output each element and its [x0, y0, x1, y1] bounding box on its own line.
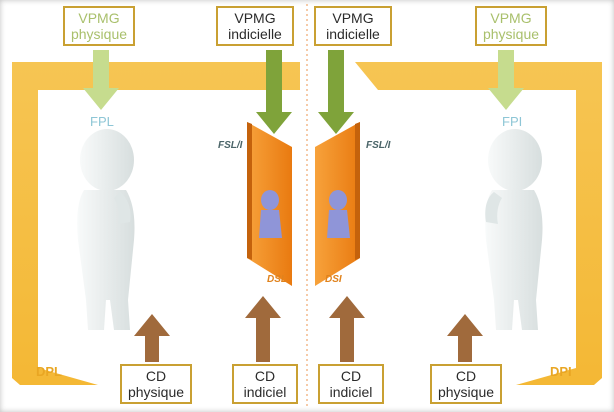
- box-line: CD: [254, 368, 276, 384]
- right-indicielle-down-arrow: [318, 50, 354, 134]
- left-mirror-reflection: [259, 190, 282, 238]
- right-bracket: [355, 62, 602, 385]
- box-line: physique: [437, 384, 495, 400]
- left-cd-physique-up-arrow: [134, 314, 170, 362]
- left-physique-down-arrow: [83, 50, 119, 110]
- box-line: VPMG: [78, 10, 120, 26]
- box-line: CD: [455, 368, 477, 384]
- left-indicielle-down-arrow: [256, 50, 292, 134]
- left-cd-physique-box: CD physique: [120, 364, 192, 404]
- box-line: indiciel: [243, 384, 287, 400]
- box-line: physique: [482, 26, 540, 42]
- right-person-figure: [485, 129, 543, 330]
- dsi-label: DSI: [325, 274, 342, 285]
- box-line: VPMG: [490, 10, 532, 26]
- right-vpmg-indicielle-box: VPMG indicielle: [314, 6, 392, 46]
- box-line: physique: [70, 26, 128, 42]
- fsl-left-label: FSL/I: [218, 140, 243, 151]
- left-vpmg-physique-box: VPMG physique: [63, 6, 135, 46]
- left-cd-indiciel-up-arrow: [245, 296, 281, 362]
- right-physique-down-arrow: [488, 50, 524, 110]
- right-cd-physique-up-arrow: [447, 314, 483, 362]
- box-line: CD: [145, 368, 167, 384]
- box-line: indicielle: [326, 26, 380, 42]
- right-vpmg-physique-box: VPMG physique: [475, 6, 547, 46]
- box-line: indicielle: [228, 26, 282, 42]
- fpi-label: FPI: [502, 114, 523, 129]
- dpl-label: DPL: [36, 364, 62, 379]
- dpi-label: DPI: [550, 364, 572, 379]
- right-mirror-reflection: [327, 190, 350, 238]
- box-line: VPMG: [332, 10, 374, 26]
- box-line: VPMG: [234, 10, 276, 26]
- fpl-label: FPL: [90, 114, 114, 129]
- box-line: CD: [340, 368, 362, 384]
- left-person-figure: [77, 129, 135, 330]
- dsl-label: DSL: [267, 274, 287, 285]
- left-cd-indiciel-box: CD indiciel: [232, 364, 298, 404]
- right-cd-indiciel-box: CD indiciel: [318, 364, 384, 404]
- box-line: physique: [127, 384, 185, 400]
- fsl-right-label: FSL/I: [366, 140, 391, 151]
- left-vpmg-indicielle-box: VPMG indicielle: [216, 6, 294, 46]
- right-cd-physique-box: CD physique: [430, 364, 502, 404]
- right-cd-indiciel-up-arrow: [329, 296, 365, 362]
- box-line: indiciel: [329, 384, 373, 400]
